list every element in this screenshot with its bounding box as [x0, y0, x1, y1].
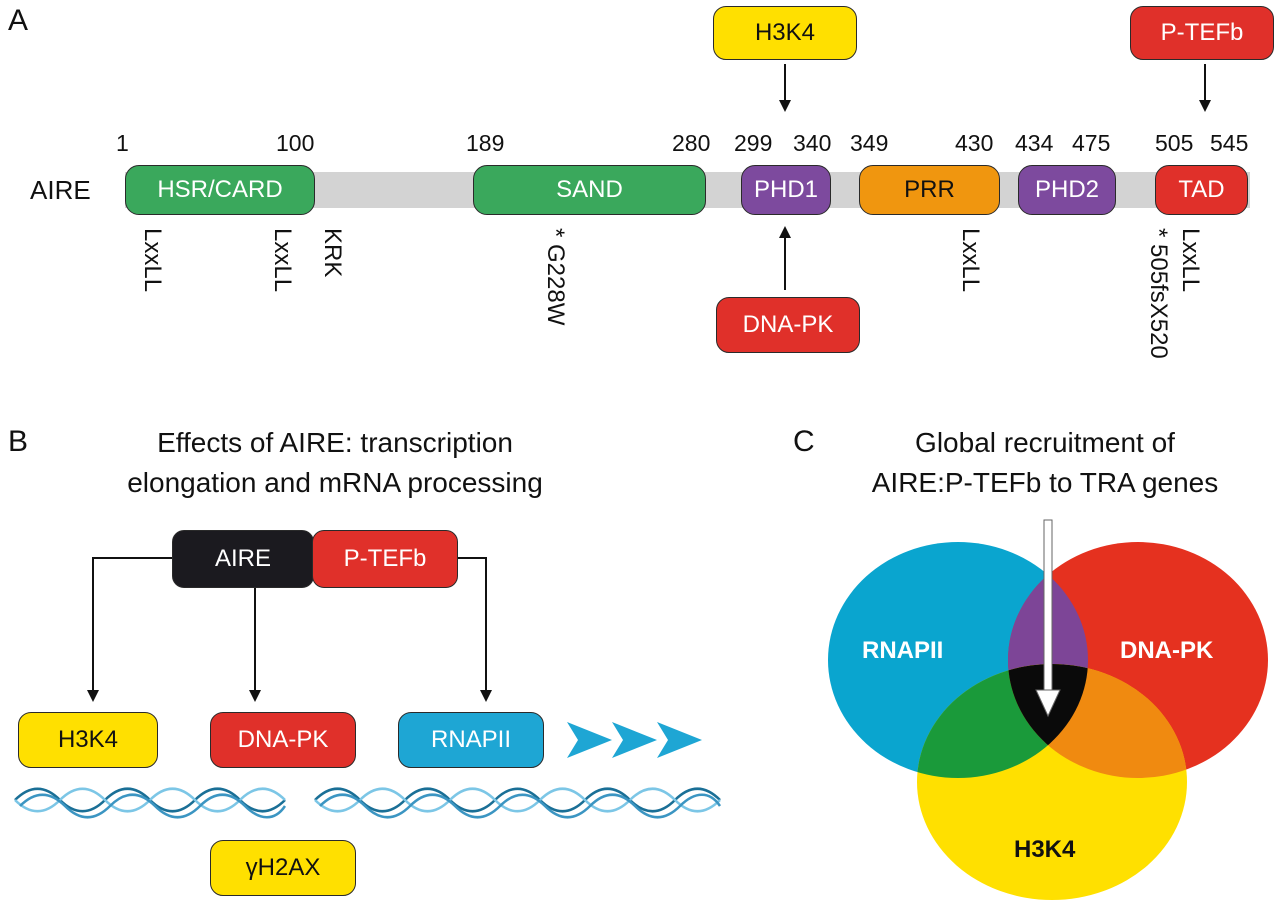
- site-label: LxxLL: [957, 228, 984, 293]
- residue-number: 100: [276, 130, 315, 156]
- target-rnapii: RNAPII: [398, 712, 544, 768]
- residue-number: 299: [734, 130, 773, 156]
- panel-b-title-line2: elongation and mRNA processing: [127, 467, 543, 498]
- mutation-label: * 505fsX520: [1145, 228, 1172, 359]
- site-label: LxxLL: [1177, 228, 1204, 293]
- domain-phd2: PHD2: [1018, 165, 1116, 215]
- residue-number: 545: [1210, 130, 1249, 156]
- protein-name: AIRE: [30, 175, 91, 205]
- aire-box: AIRE: [172, 530, 314, 588]
- residue-number: 189: [466, 130, 505, 156]
- panel-b-title-line1: Effects of AIRE: transcription: [157, 427, 513, 458]
- mutation-label: * G228W: [542, 228, 569, 326]
- venn-diagram: [828, 542, 1268, 900]
- dna-helix-left: [14, 787, 287, 819]
- site-label: KRK: [319, 228, 346, 278]
- panel-c-title-line2: AIRE:P-TEFb to TRA genes: [871, 467, 1219, 498]
- venn-overlap-dnapk-h3k4: [1008, 664, 1187, 778]
- target-dnapk: DNA-PK: [210, 712, 356, 768]
- recruitment-arrow-head: [1035, 689, 1061, 718]
- site-label: LxxLL: [269, 228, 296, 293]
- residue-number: 280: [672, 130, 711, 156]
- panel-a-label: A: [8, 4, 29, 37]
- interactor-ptefb: P-TEFb: [1130, 6, 1274, 60]
- residue-number: 434: [1015, 130, 1054, 156]
- target-h3k4: H3K4: [18, 712, 158, 768]
- residue-number: 1: [116, 130, 129, 156]
- venn-label-h3k4: H3K4: [1014, 836, 1076, 863]
- dna-helix-right: [314, 787, 722, 819]
- domain-sand: SAND: [473, 165, 706, 215]
- domain-tad: TAD: [1155, 165, 1248, 215]
- interactor-h3k4: H3K4: [713, 6, 857, 60]
- residue-number: 349: [850, 130, 889, 156]
- panel-c-title-line1: Global recruitment of: [915, 427, 1175, 458]
- elongation-chevrons: [567, 722, 702, 758]
- venn-overlap-rnapii-h3k4: [917, 664, 1088, 778]
- residue-number: 505: [1155, 130, 1194, 156]
- panel-b-label: B: [8, 425, 29, 458]
- aire-to-h3k4-line: [87, 557, 172, 702]
- residue-number: 340: [793, 130, 832, 156]
- venn-label-rnapii: RNAPII: [862, 637, 944, 664]
- residue-number: 430: [955, 130, 994, 156]
- residue-number: 475: [1072, 130, 1111, 156]
- interactor-dnapk: DNA-PK: [716, 297, 860, 353]
- ptefb-to-rnapii-line: [458, 557, 492, 702]
- panel-c-label: C: [793, 425, 815, 458]
- site-label: LxxLL: [139, 228, 166, 293]
- ptefb-box: P-TEFb: [312, 530, 458, 588]
- domain-hsr-card: HSR/CARD: [125, 165, 315, 215]
- recruitment-arrow-shaft: [1043, 519, 1053, 696]
- domain-phd1: PHD1: [741, 165, 831, 215]
- gamma-h2ax-box: γH2AX: [210, 840, 356, 896]
- venn-label-dnapk: DNA-PK: [1120, 637, 1214, 664]
- domain-prr: PRR: [859, 165, 1000, 215]
